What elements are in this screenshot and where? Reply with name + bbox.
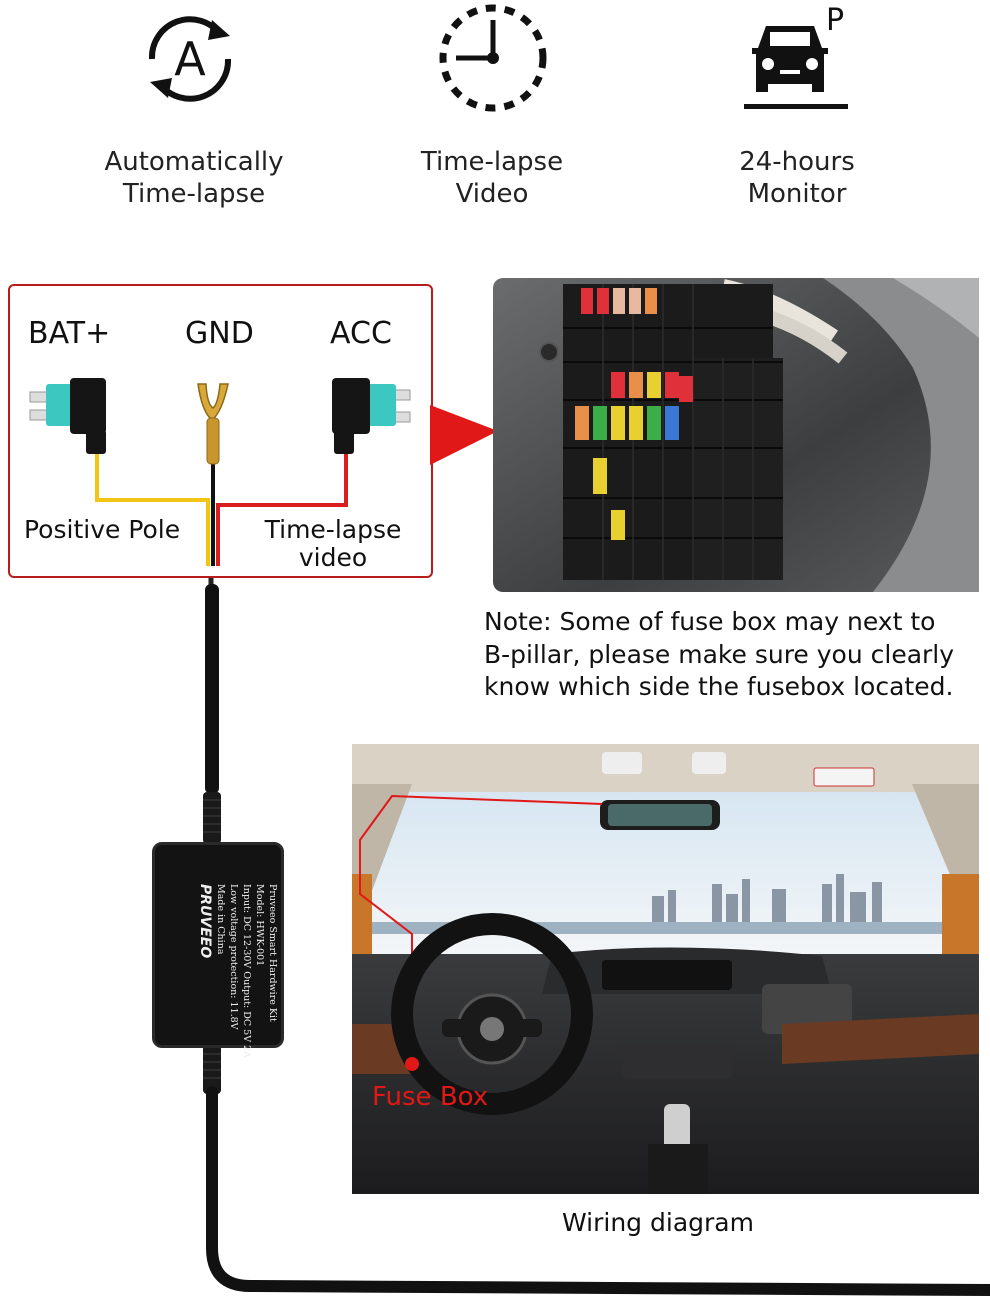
feature-label-timelapse-video: Time-lapse Video <box>420 147 564 209</box>
gnd-ring-terminal <box>197 383 229 465</box>
feature-label-auto-timelapse: Automatically Time-lapse <box>104 147 284 209</box>
timelapse-video-label: Time-lapse video <box>264 515 402 572</box>
svg-text:A: A <box>174 32 206 86</box>
gnd-label: GND <box>185 316 254 351</box>
hardwire-box <box>152 842 284 1048</box>
parked-car-icon: P <box>744 3 848 109</box>
clock-icon <box>439 4 547 112</box>
positive-pole-label: Positive Pole <box>24 515 181 544</box>
fuse-box-photo <box>493 278 979 592</box>
pointer-arrow <box>430 405 498 465</box>
feature-label-24h-monitor: 24-hours Monitor <box>739 147 855 209</box>
feature-auto-timelapse: A P Automatically Time-lapse Time-lapse … <box>0 0 990 230</box>
acc-fuse-tap <box>332 378 411 454</box>
bat-label: BAT+ <box>28 316 111 351</box>
car-interior-photo <box>352 744 979 1194</box>
bat-fuse-tap <box>29 378 106 454</box>
auto-timelapse-icon: A <box>148 16 232 102</box>
wiring-diagram-caption: Wiring diagram <box>562 1208 754 1237</box>
fuse-box-label: Fuse Box <box>372 1082 489 1112</box>
fuse-box-note: Note: Some of fuse box may next to B-pil… <box>484 607 955 701</box>
svg-text:P: P <box>826 3 844 38</box>
acc-label: ACC <box>330 316 392 351</box>
hardwire-box-label: Pruveeo Smart Hardwire Kit Model: HWK-00… <box>197 884 278 1058</box>
